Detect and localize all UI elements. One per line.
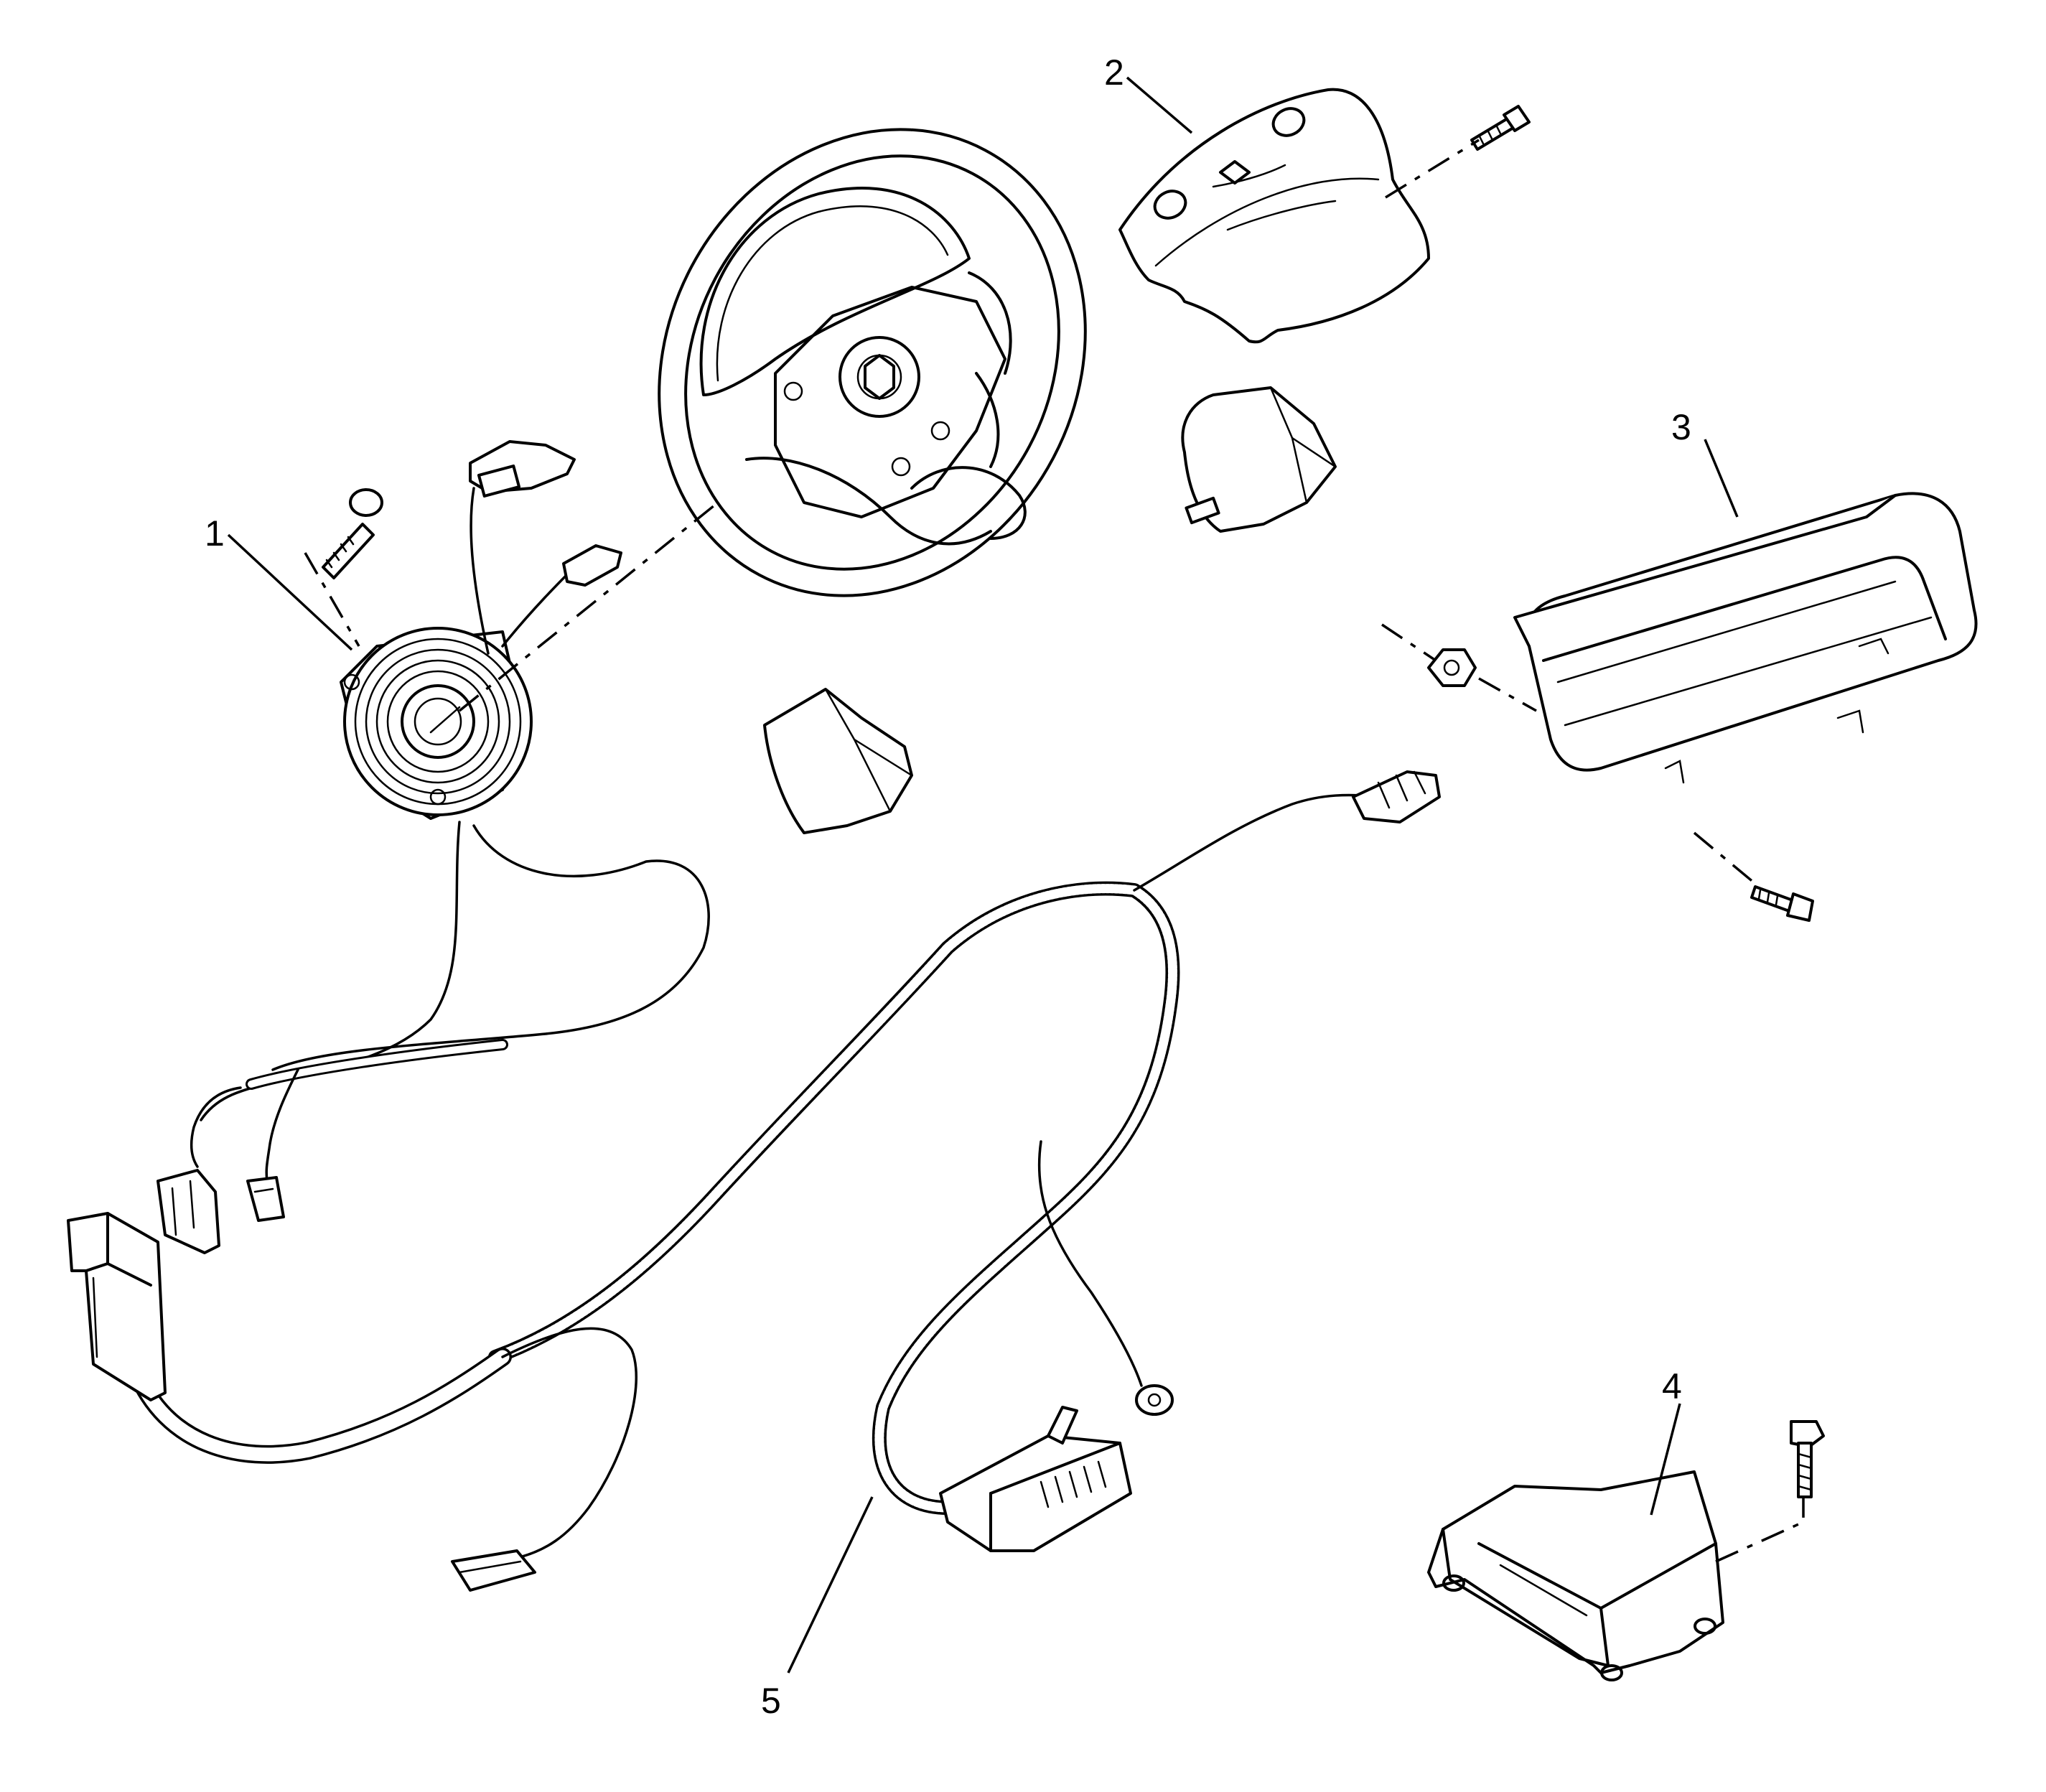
harness-connector-mid-left [157,1169,220,1254]
callout-5: 5 [761,1681,781,1721]
passenger-airbag-module [1513,492,1978,784]
callout-4: 4 [1662,1366,1682,1406]
clockspring-screw [322,488,383,579]
sdm-bolt [1790,1420,1825,1498]
harness-connector-bottom-left [451,1549,536,1592]
airbag-nut [1427,648,1477,687]
airbag-bolt [1750,885,1814,922]
callout-labels: 1 2 3 4 5 [205,52,1691,1721]
clockspring-assembly [340,487,583,820]
harness-ground-terminal [1135,1384,1174,1416]
cover-bolt [1470,105,1531,151]
harness-connector-left-large [67,1212,167,1401]
clockspring-connector-small [562,544,622,587]
center-lines [304,139,1805,1563]
sensing-diagnostic-module [1427,1470,1724,1681]
steering-wheel [658,128,1087,597]
callout-2: 2 [1104,52,1124,93]
sdm-harness-connector [939,1406,1132,1552]
wiring-harness [127,793,1401,1559]
callout-3: 3 [1671,407,1691,447]
clockspring-connector-upper [469,440,576,498]
horn-contact-pad-upper [1181,386,1337,533]
airbag-cover [1118,88,1430,344]
harness-connector-top-right [1352,770,1441,823]
horn-contact-pad-lower [763,688,913,834]
callout-1: 1 [205,513,225,554]
harness-connector-small [246,1176,285,1222]
leader-lines [227,76,1739,1674]
